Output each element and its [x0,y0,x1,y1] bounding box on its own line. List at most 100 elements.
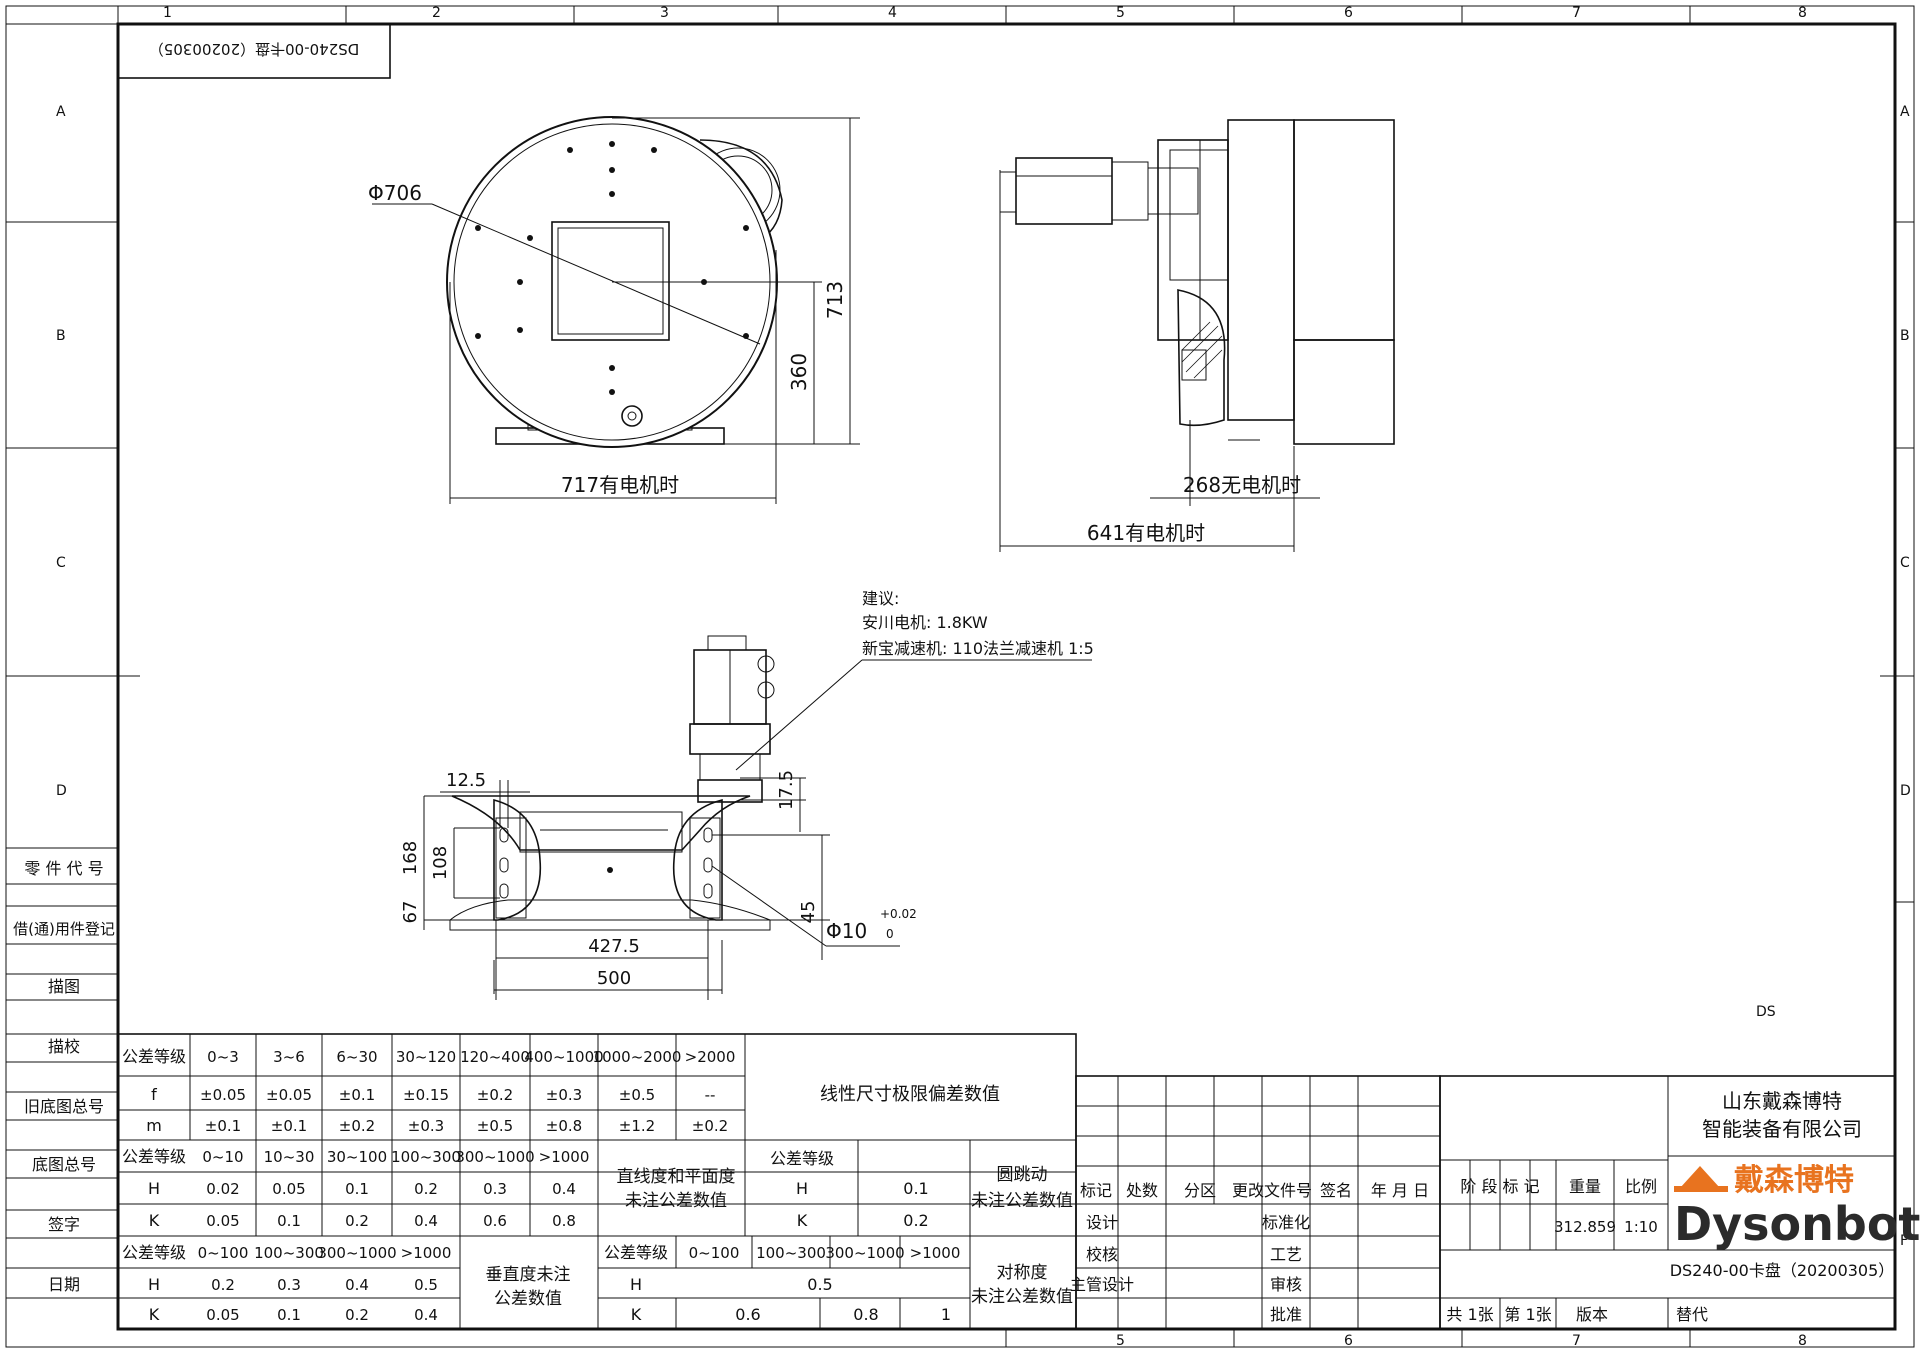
label-signature: 签字 [48,1215,80,1234]
sym-grade-k: K [631,1305,642,1324]
dim-427-5: 427.5 [588,936,640,957]
sym-title-1: 对称度 [997,1263,1048,1283]
title-block: 山东戴森博特 智能装备有限公司 戴森博特 Dysonbot 阶 段 标 记 重量… [1439,1075,1920,1330]
linear-cell-f-1: ±0.05 [266,1086,312,1104]
linear-cell-f-4: ±0.2 [477,1086,513,1104]
straight-col-4: 300~1000 [455,1148,534,1166]
zone-row-c-right: C [1900,555,1910,571]
zone-row-b-right: B [1900,328,1910,344]
company-logo: 戴森博特 Dysonbot [1674,1163,1920,1251]
sym-col-3: >1000 [910,1244,961,1262]
straight-cell-K-3: 0.4 [414,1212,438,1230]
weight-label: 重量 [1569,1177,1601,1196]
linear-cell-f-6: ±0.5 [619,1086,655,1104]
linear-col-5: 400~1000 [524,1048,603,1066]
revision-block: 标记 处数 分区 更改文件号 签名 年 月 日 设计 校核 主管设计 标准化 工… [1070,1075,1441,1330]
linear-cell-m-3: ±0.3 [408,1117,444,1135]
dim-168: 168 [400,841,421,875]
perp-cell-K-0: 0.05 [206,1306,239,1324]
straight-cell-H-0: 0.02 [206,1180,239,1198]
straight-grade-K: K [149,1211,160,1230]
perp-cell-H-3: 0.5 [414,1276,438,1294]
perp-col-0: 0~100 [198,1244,249,1262]
sheet-frame [5,5,1915,1348]
dim-108: 108 [430,846,451,880]
dim-hole-10: Φ10 [826,919,867,943]
perp-header-label: 公差等级 [122,1243,186,1262]
straight-cell-H-1: 0.05 [272,1180,305,1198]
company-line-2: 智能装备有限公司 [1702,1117,1862,1141]
label-part-code: 零 件 代 号 [24,859,103,878]
straight-cell-H-5: 0.4 [552,1180,576,1198]
dim-hole-tol-lower: 0 [886,927,894,941]
linear-grade-m: m [146,1116,162,1135]
logo-en-text: Dysonbot [1674,1197,1920,1251]
zone-col-5: 5 [1116,5,1125,21]
dim-17-5: 17.5 [776,770,797,810]
straight-col-5: >1000 [539,1148,590,1166]
perp-col-3: >1000 [401,1244,452,1262]
zone-col-3: 3 [660,5,669,21]
linear-cell-m-6: ±1.2 [619,1117,655,1135]
front-view: Φ706 713 360 717有电机时 [368,116,860,504]
runout-value-k: 0.2 [903,1211,928,1230]
note-reducer: 新宝减速机: 110法兰减速机 1:5 [862,639,1094,658]
ds-mark: DS [1756,1004,1776,1020]
dim-diameter-706: Φ706 [368,181,422,205]
straight-title-1: 直线度和平面度 [617,1167,736,1187]
linear-col-4: 120~400 [460,1048,530,1066]
straight-cell-H-2: 0.1 [345,1180,369,1198]
straight-cell-H-4: 0.3 [483,1180,507,1198]
label-trace-check: 描校 [48,1037,80,1056]
sym-value-k-2: 1 [941,1305,951,1324]
linear-col-3: 30~120 [396,1048,456,1066]
sym-title-2: 未注公差数值 [971,1287,1073,1307]
zone-col-1: 1 [163,5,172,21]
top-view: 建议: 安川电机: 1.8KW 新宝减速机: 110法兰减速机 1:5 168 … [400,589,1094,1000]
sym-value-h: 0.5 [807,1275,832,1294]
stage-mark-label: 阶 段 标 记 [1460,1177,1539,1196]
sym-grade-h: H [630,1275,642,1294]
perp-title-1: 垂直度未注 [486,1265,571,1285]
linear-cell-f-3: ±0.15 [403,1086,449,1104]
linear-col-6: 1000~2000 [593,1048,682,1066]
zone-row-f-right: F [1900,1233,1908,1249]
straight-col-0: 0~10 [202,1148,243,1166]
company-line-1: 山东戴森博特 [1722,1089,1842,1113]
linear-cell-f-7: -- [705,1086,716,1104]
sym-col-2: 300~1000 [825,1244,904,1262]
zone-row-d-right: D [1900,783,1911,799]
zone-col-2: 2 [432,5,441,21]
sym-value-k-1: 0.8 [853,1305,878,1324]
linear-header-label: 公差等级 [122,1047,186,1066]
linear-col-7: >2000 [685,1048,736,1066]
zone-col-8: 8 [1798,5,1807,21]
sym-header: 公差等级 [604,1243,668,1262]
straight-col-1: 10~30 [264,1148,315,1166]
perp-grade-K: K [149,1305,160,1324]
sheets-total: 共 1张 [1446,1305,1493,1324]
label-borrow-register: 借(通)用件登记 [13,920,115,938]
straight-cell-K-0: 0.05 [206,1212,239,1230]
sym-col-0: 0~100 [689,1244,740,1262]
scale-value: 1:10 [1624,1218,1658,1236]
zone-row-a: A [56,104,66,120]
linear-col-2: 6~30 [336,1048,377,1066]
rev-review: 审核 [1270,1275,1302,1294]
label-old-base-no: 旧底图总号 [24,1097,104,1116]
linear-cell-m-1: ±0.1 [271,1117,307,1135]
zone-col-5-bottom: 5 [1116,1333,1125,1349]
logo-cn-text: 戴森博特 [1734,1163,1854,1198]
perp-grade-H: H [148,1275,160,1294]
perp-cell-K-3: 0.4 [414,1306,438,1324]
scale-label: 比例 [1625,1177,1657,1196]
rev-check: 校核 [1086,1245,1118,1264]
rev-sign: 签名 [1320,1181,1352,1200]
straight-cell-K-5: 0.8 [552,1212,576,1230]
sheet-number: 第 1张 [1504,1305,1551,1324]
straight-col-3: 100~300 [391,1148,461,1166]
zone-col-7-bottom: 7 [1572,1333,1581,1349]
side-view: 268无电机时 641有电机时 [999,119,1395,552]
zone-row-b: B [56,328,66,344]
